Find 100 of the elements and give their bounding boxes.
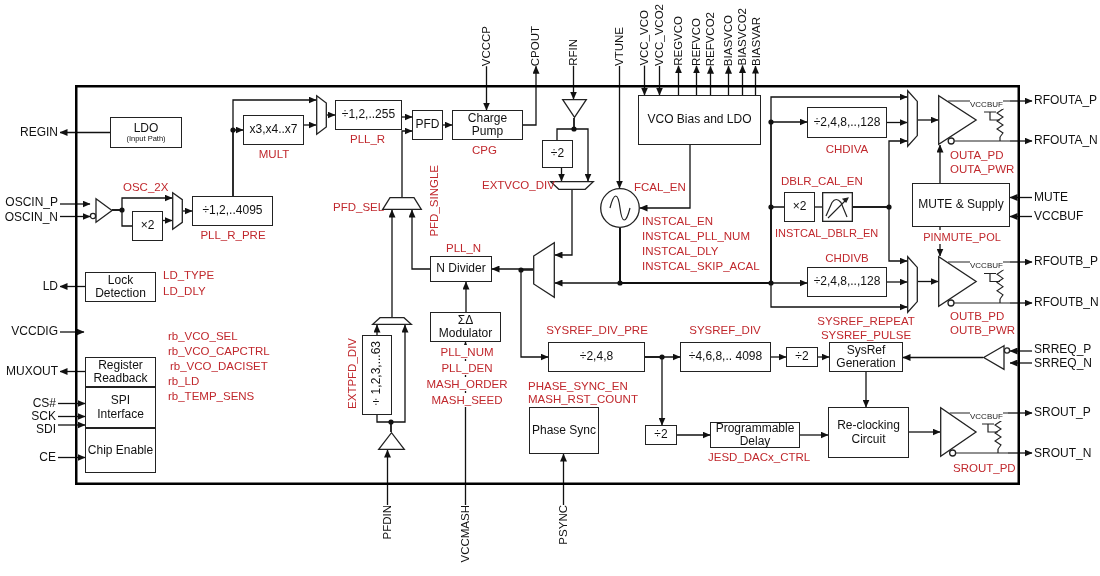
block-label: ÷1,2,..255 (341, 108, 396, 122)
block-label: Re-clocking Circuit (836, 419, 901, 446)
supply-label: VCCBUF (970, 261, 1003, 270)
register-field-label: DBLR_CAL_EN (781, 174, 863, 188)
register-field-label: PLL_DEN (441, 361, 493, 375)
register-field-label: CHDIVA (825, 142, 869, 156)
register-field-label: MULT (258, 147, 290, 161)
register-field-label: SYSREF_REPEAT (817, 314, 915, 328)
output-buffer-symbol (938, 95, 1010, 145)
pin-label: BIASVCO2 (736, 8, 749, 66)
signal-arrow (739, 64, 746, 96)
buffer-symbol (983, 345, 1010, 370)
pin-label: VCC_VCO2 (653, 4, 666, 66)
signal-arrow (373, 324, 381, 336)
signal-arrow (57, 421, 86, 429)
pin-label: VCCDIG (9, 324, 60, 339)
register-field-label: PLL_N (446, 241, 482, 255)
signal-arrow (1007, 409, 1033, 417)
function-block (362, 335, 392, 415)
register-field-label: EXTPFD_DIV (345, 338, 359, 409)
signal-arrow (560, 453, 567, 506)
function-block (829, 342, 903, 372)
register-field-label: SYSREF_DIV (689, 323, 761, 337)
signal-arrow (408, 209, 431, 270)
register-field-label: CPG (472, 143, 497, 157)
multiplexer-symbol (907, 90, 918, 147)
block-label: VCO Bias and LDO (647, 113, 752, 127)
function-block (452, 110, 523, 140)
signal-arrow (59, 213, 91, 220)
signal-arrow (1009, 258, 1033, 266)
signal-arrow (182, 207, 193, 215)
function-block (335, 100, 402, 130)
signal-arrow (303, 121, 317, 129)
signal-arrow (390, 324, 409, 433)
signal-arrow (644, 356, 666, 426)
signal-arrow (675, 65, 682, 96)
register-field-label: FCAL_EN (634, 180, 686, 194)
register-field-label: PHASE_SYNC_EN (528, 379, 628, 393)
block-label: Lock Detection (94, 273, 147, 301)
function-block (85, 428, 156, 473)
supply-label: VCCBUF (970, 412, 1003, 421)
signal-arrow (1007, 449, 1033, 457)
pin-label: BIASVCO (722, 15, 735, 67)
signal-arrow (908, 428, 941, 436)
register-field-label: SROUT_PD (953, 461, 1016, 475)
pin-label: SRREQ_P (1032, 342, 1094, 357)
register-field-label: OUTA_PWR (950, 162, 1015, 176)
signal-arrow (520, 269, 549, 361)
signal-arrow (862, 371, 870, 408)
signal-arrow (917, 116, 939, 124)
register-field-label: MASH_SEED (431, 393, 503, 407)
pin-label: VTUNE (613, 27, 626, 66)
block-label: Phase Sync (531, 423, 596, 438)
function-block (430, 312, 501, 342)
supply-label: VCCBUF (970, 100, 1003, 109)
function-block (542, 140, 573, 168)
signal-arrow (59, 283, 86, 290)
pin-label: RFIN (567, 39, 580, 66)
block-label: ÷4,6,8,.. 4098 (688, 350, 763, 364)
register-field-label: OUTB_PD (950, 309, 1005, 323)
register-field-label: PLL_NUM (440, 345, 494, 359)
pin-label: REGIN (18, 125, 60, 140)
function-block (784, 192, 815, 222)
multiplexer-symbol (907, 256, 918, 313)
chip-outline (75, 85, 1020, 485)
pin-label: REFVCO (690, 18, 703, 66)
pin-label: BIASVAR (750, 17, 763, 66)
register-field-label: INSTCAL_DBLR_EN (775, 226, 879, 240)
signal-arrow (59, 328, 85, 336)
block-label: PFD (415, 118, 440, 132)
pin-label: SROUT_N (1032, 446, 1094, 461)
pin-label: RFOUTA_P (1032, 93, 1100, 108)
signal-arrow (59, 368, 86, 375)
block-label: Charge Pump (466, 111, 509, 139)
function-block (828, 407, 909, 458)
signal-arrow (902, 354, 984, 361)
block-label: ÷2 (550, 147, 565, 161)
block-label: SysRef Generation (835, 343, 897, 371)
function-block (680, 342, 771, 372)
signal-arrow (817, 353, 830, 361)
output-buffer-symbol (938, 256, 1010, 307)
readback-field-label: rb_LD (168, 374, 200, 388)
pin-label: RFOUTB_P (1032, 254, 1100, 269)
function-block (529, 407, 599, 454)
pin-label: VCCBUF (1032, 209, 1086, 224)
pin-label: VCCCP (480, 26, 493, 67)
readback-field-label: rb_VCO_SEL (168, 329, 238, 343)
signal-arrow (232, 96, 317, 197)
signal-arrow (401, 127, 413, 198)
signal-arrow (1009, 137, 1033, 145)
function-block (85, 357, 156, 387)
signal-arrow (570, 65, 577, 100)
signal-arrow (799, 431, 829, 439)
pin-label: CPOUT (529, 26, 542, 67)
block-label: ΣΔ Modulator (437, 313, 494, 341)
function-block (85, 387, 156, 428)
signal-arrow (693, 65, 700, 96)
block-label: ÷2,4,8,..,128 (813, 275, 881, 289)
register-field-label: INSTCAL_EN (642, 214, 713, 228)
signal-arrow (1009, 299, 1033, 307)
